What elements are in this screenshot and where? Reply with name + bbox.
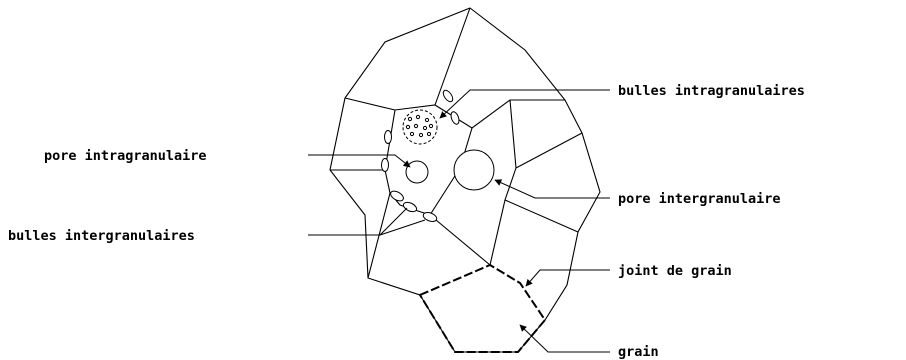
label-bulles-intragranulaires: bulles intragranulaires bbox=[618, 83, 805, 99]
intragranular-bubble-cluster bbox=[403, 110, 437, 144]
label-pore-intergranulaire: pore intergranulaire bbox=[618, 191, 781, 207]
intergranular-pore bbox=[454, 150, 494, 190]
label-bulles-intergranulaires: bulles intergranulaires bbox=[8, 228, 195, 244]
label-pore-intragranulaire: pore intragranulaire bbox=[44, 148, 207, 164]
label-grain: grain bbox=[618, 344, 659, 360]
grain-boundaries bbox=[330, 8, 582, 278]
label-joint-de-grain: joint de grain bbox=[618, 263, 732, 279]
highlighted-grain bbox=[420, 265, 545, 352]
intergranular-bubbles bbox=[382, 89, 461, 223]
leader-lines bbox=[308, 90, 610, 352]
intragranular-pore bbox=[406, 161, 428, 183]
